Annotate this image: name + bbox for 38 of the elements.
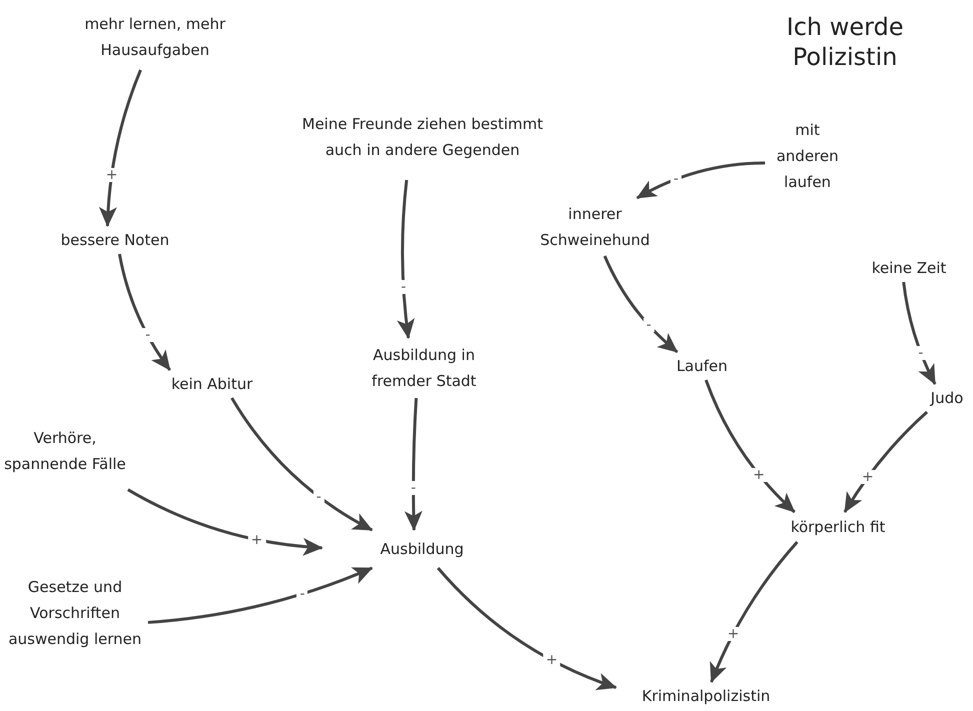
- causal-arrow: [397, 180, 415, 339]
- variable-label: bessere Noten: [60, 230, 170, 251]
- causal-arrow: [118, 254, 172, 371]
- polarity-label: -: [643, 318, 654, 332]
- causal-arrow: [636, 162, 766, 200]
- polarity-label: +: [858, 470, 877, 484]
- causal-arrow: [436, 567, 617, 690]
- variable-label: körperlich fit: [790, 517, 886, 538]
- variable-label: innerer Schweinehund: [539, 204, 651, 251]
- polarity-label: -: [915, 346, 926, 360]
- variable-label: Verhöre, spannende Fälle: [3, 428, 127, 475]
- polarity-label: -: [313, 490, 324, 504]
- polarity-label: +: [542, 653, 561, 668]
- variable-label: Ausbildung in fremder Stadt: [370, 345, 478, 392]
- variable-label: Ausbildung: [380, 539, 464, 560]
- causal-arrow: [230, 397, 373, 532]
- variable-label: mit anderen laufen: [775, 120, 840, 193]
- polarity-label: -: [142, 328, 154, 342]
- causal-arrow: [844, 410, 928, 513]
- variable-label: Judo: [930, 388, 964, 409]
- variable-label: Kriminalpolizistin: [642, 686, 770, 707]
- causal-arrow: [710, 541, 798, 683]
- variable-label: kein Abitur: [171, 374, 253, 395]
- causal-arrow: [404, 398, 423, 531]
- variable-label: mehr lernen, mehr Hausaufgaben: [84, 14, 226, 61]
- causal-arrow: [99, 69, 142, 227]
- variable-label: Laufen: [676, 356, 728, 377]
- variable-label: Gesetze und Vorschriften auswendig lernen: [7, 577, 143, 650]
- causal-arrow: [127, 488, 323, 556]
- causal-arrow: [902, 282, 936, 385]
- polarity-label: +: [750, 468, 768, 482]
- variable-label: Meine Freunde ziehen bestimmt auch in andere Gegenden: [301, 114, 544, 161]
- causal-arrow: [603, 255, 678, 354]
- diagram-title: Ich werde Polizistin: [786, 12, 904, 72]
- variable-label: keine Zeit: [872, 258, 946, 279]
- causal-arrow: [704, 379, 796, 514]
- polarity-label: +: [248, 532, 266, 547]
- causal-arrow: [148, 566, 373, 624]
